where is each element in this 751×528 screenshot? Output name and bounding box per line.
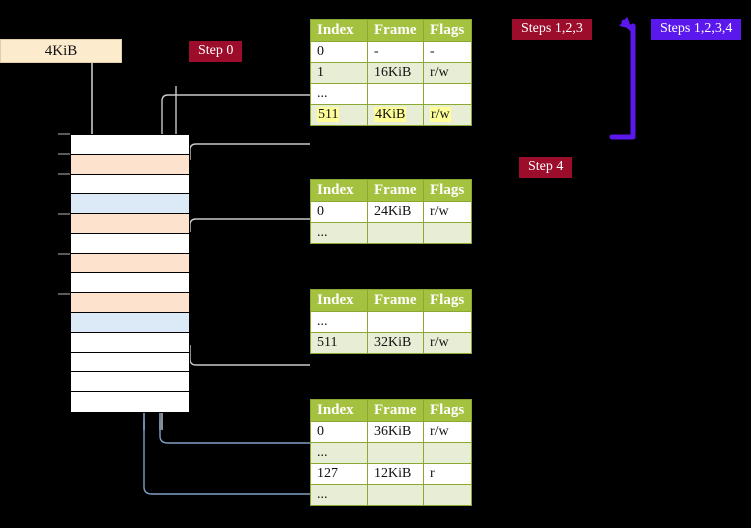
- badge-steps-1234: Steps 1,2,3,4: [651, 19, 742, 40]
- column-header-index: Index: [310, 179, 368, 202]
- table-row: ...: [310, 222, 472, 244]
- column-header-flags: Flags: [423, 19, 472, 42]
- table-row: ...: [310, 442, 472, 464]
- column-header-flags: Flags: [423, 399, 472, 422]
- cell-index: 0: [310, 421, 368, 443]
- memory-row-4: [71, 214, 189, 234]
- cell-flags: [423, 311, 472, 333]
- cell-frame: 32KiB: [367, 332, 424, 354]
- cell-flags: [423, 484, 472, 506]
- table-row: ...: [310, 311, 472, 333]
- column-header-flags: Flags: [423, 179, 472, 202]
- memory-row-7: [71, 273, 189, 294]
- cell-index: 511: [310, 104, 368, 126]
- column-header-index: Index: [310, 19, 368, 42]
- cell-frame: 12KiB: [367, 463, 424, 485]
- cell-index: 127: [310, 463, 368, 485]
- cell-frame: 24KiB: [367, 201, 424, 223]
- memory-row-12: [71, 372, 189, 393]
- cell-flags: -: [423, 41, 472, 63]
- cell-frame: [367, 222, 424, 244]
- cell-frame: [367, 311, 424, 333]
- cell-frame: 16KiB: [367, 62, 424, 84]
- cell-frame: [367, 484, 424, 506]
- cell-index: ...: [310, 222, 368, 244]
- column-header-frame: Frame: [367, 289, 424, 312]
- memory-row-13: [71, 392, 189, 412]
- cell-flags: [423, 442, 472, 464]
- cell-frame: -: [367, 41, 424, 63]
- cell-flags: [423, 83, 472, 105]
- memory-row-8: [71, 293, 189, 314]
- memory-row-1: [71, 154, 189, 175]
- cell-index: 511: [310, 332, 368, 354]
- cell-flags: r/w: [423, 62, 472, 84]
- cell-flags: r/w: [423, 104, 472, 126]
- cell-index: ...: [310, 311, 368, 333]
- cell-index: 0: [310, 201, 368, 223]
- column-header-flags: Flags: [423, 289, 472, 312]
- badge-step-4: Step 4: [519, 157, 573, 178]
- column-header-index: Index: [310, 289, 368, 312]
- badge-step-0: Step 0: [189, 41, 243, 62]
- cell-flags: [423, 222, 472, 244]
- memory-row-2: [71, 174, 189, 195]
- cell-frame: 36KiB: [367, 421, 424, 443]
- highlighted-value: 511: [317, 107, 340, 122]
- badge-steps-123: Steps 1,2,3: [512, 19, 592, 40]
- table-row: ...: [310, 83, 472, 105]
- table-row: 511 4KiB r/w: [310, 104, 472, 126]
- column-header-frame: Frame: [367, 179, 424, 202]
- cell-index: ...: [310, 83, 368, 105]
- cell-index: ...: [310, 484, 368, 506]
- highlighted-value: 4KiB: [374, 107, 407, 122]
- frame-size-label: 4KiB: [44, 42, 78, 59]
- physical-memory-column: [70, 134, 190, 413]
- memory-row-6: [71, 253, 189, 274]
- memory-row-3: [71, 194, 189, 215]
- memory-row-5: [71, 233, 189, 254]
- column-header-frame: Frame: [367, 19, 424, 42]
- cell-flags: r/w: [423, 332, 472, 354]
- cell-index: ...: [310, 442, 368, 464]
- highlighted-value: r/w: [430, 107, 451, 122]
- memory-row-0: [71, 135, 189, 155]
- cell-flags: r: [423, 463, 472, 485]
- cell-index: 0: [310, 41, 368, 63]
- cell-flags: r/w: [423, 421, 472, 443]
- frame-size-box: 4KiB: [0, 39, 122, 63]
- column-header-index: Index: [310, 399, 368, 422]
- cell-frame: [367, 83, 424, 105]
- cell-flags: r/w: [423, 201, 472, 223]
- memory-row-10: [71, 332, 189, 353]
- memory-row-11: [71, 352, 189, 373]
- memory-row-9: [71, 313, 189, 333]
- table-row: 0--: [310, 41, 472, 63]
- cell-frame: 4KiB: [367, 104, 424, 126]
- column-header-frame: Frame: [367, 399, 424, 422]
- cell-index: 1: [310, 62, 368, 84]
- table-row: ...: [310, 484, 472, 506]
- cell-frame: [367, 442, 424, 464]
